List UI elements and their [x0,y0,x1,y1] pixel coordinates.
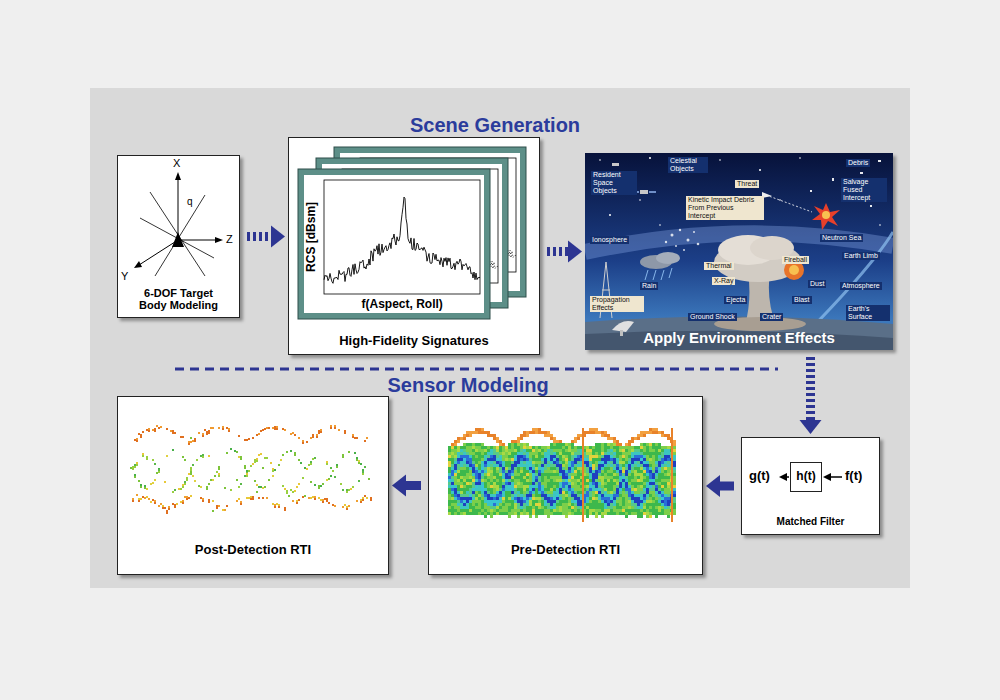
scene-callout: Threat [735,180,759,188]
post-detection-box: Post-Detection RTI [117,396,389,575]
flow-arrow [800,357,822,434]
box-label: 6-DOF Target Body Modeling [133,287,225,312]
arrow-stem [247,232,271,241]
box-label: h(t) [796,470,815,484]
axis-letter: X [173,157,180,170]
axis-letter: q [187,196,193,208]
axis-label: f(Aspect, Roll) [362,298,443,312]
box-label: Pre-Detection RTI [511,543,620,558]
rti-pixels [451,455,676,506]
scene-callout: Fireball [782,256,809,264]
scene-callout: Celestial Objects [668,157,708,173]
box-label: High-Fidelity Signatures [339,334,489,349]
flow-arrow [706,475,734,497]
rti-pixels [136,453,368,511]
signature-box: High-Fidelity Signatures [288,137,540,355]
scene-callout: Earth Limb [842,252,880,260]
scene-callout: Rain [640,282,658,290]
rti-pixels [448,443,676,518]
scene-callout: Earth's Surface [846,305,890,321]
rti-pixels [134,448,364,488]
scene-callout: Blast [792,296,812,304]
flow-arrow [247,226,285,248]
signal-name: f(t) [845,469,862,484]
rti-pixels [448,443,676,518]
scene-callout: Kinetic Impact Debris From Previous Inte… [686,196,764,220]
rti-pixels [134,454,366,491]
signal-name: g(t) [749,469,770,484]
flow-arrow [547,241,582,263]
scene-callout: Ground Shock [688,313,737,321]
rti-pixels [132,426,372,514]
filter-block: h(t) [790,462,822,492]
scene-callout: Atmosphere [840,282,882,290]
box-label: Matched Filter [777,516,845,528]
rcs-plots [288,137,540,355]
arrow-head [392,475,406,497]
scene-callout: Neutron Sea [820,234,863,242]
axis-letter: Z [226,233,233,246]
rti-pixels [454,428,676,446]
box-label: Apply Environment Effects [643,329,835,346]
rti-pixels [146,455,360,490]
arrow-stem [406,481,421,490]
arrow-head [800,420,822,434]
scene-callout: Debris [846,159,870,167]
axis-letter: Y [121,270,128,283]
scene-callout: Dust [808,280,826,288]
scene-callout: Resident Space Objects [591,171,637,195]
flow-arrow [392,475,421,497]
scene-callout: Salvage Fused Intercept [841,178,887,202]
arrow-head [271,226,285,248]
matched-filter-box: Matched Filter h(t) [741,437,880,535]
rti-pixels [130,437,370,512]
arrow-stem [806,357,815,420]
rti-pixels [448,443,676,518]
scene-callout: Ejecta [724,296,747,304]
arrow-head [706,475,720,497]
panel [90,88,910,588]
target-model-box: 6-DOF Target Body Modeling [117,155,240,318]
arrow-head [568,241,582,263]
rcs-curve [324,197,480,283]
scene-callout: Crater [760,313,783,321]
section-heading: Scene Generation [410,114,580,137]
section-heading: Sensor Modeling [388,374,549,397]
rti-pixels [136,425,368,443]
pre-detection-box: Pre-Detection RTI [428,396,703,575]
box-label: Post-Detection RTI [195,543,311,558]
arrow-stem [720,482,734,491]
scene-callout: Propagation Effects [590,296,644,312]
section-divider [175,368,778,371]
scene-callout: Ionosphere [590,236,629,244]
axis-label: RCS [dBsm] [305,202,319,272]
rti-pixels [448,443,673,518]
scene-callout: Thermal [704,262,734,270]
scene-callout: X-Ray [712,277,735,285]
arrow-stem [547,247,568,256]
